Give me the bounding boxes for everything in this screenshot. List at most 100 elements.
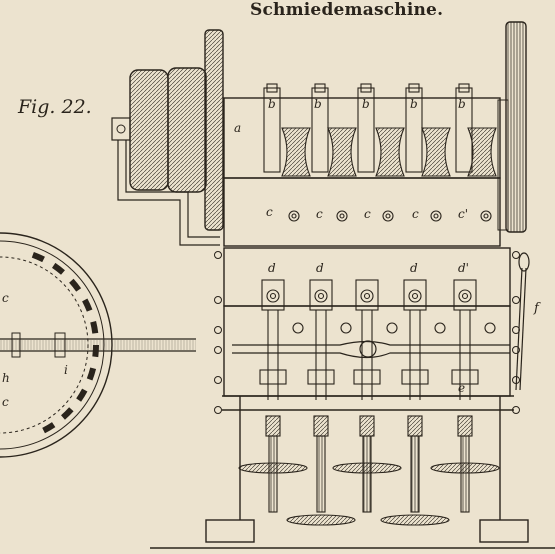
cam-bolt <box>434 322 446 334</box>
screw-nut <box>457 415 473 437</box>
frame-bolt <box>512 251 520 259</box>
cam-bar <box>232 340 510 359</box>
flywheel-tooth <box>82 298 93 312</box>
tool-column <box>332 83 405 513</box>
punch-eye-inner <box>317 292 325 300</box>
label-c-3: c <box>364 207 371 221</box>
bolt-c <box>480 210 492 222</box>
hand-wheel <box>286 514 356 526</box>
label-i: i <box>64 363 68 377</box>
label-c-prime: c' <box>458 207 468 221</box>
punch-eye <box>408 289 422 303</box>
label-b-2: b <box>314 97 322 111</box>
frame-bolt <box>512 406 520 414</box>
punch-head <box>309 279 333 311</box>
screw-thread <box>268 435 278 513</box>
screw-thread <box>410 435 420 513</box>
label-c-left-2: c <box>2 395 9 409</box>
label-h: h <box>2 371 10 385</box>
flywheel-tooth <box>76 388 88 402</box>
punch-eye-inner <box>269 292 277 300</box>
punch-block <box>259 369 287 385</box>
frame-bolt <box>214 326 222 334</box>
bolt-c <box>336 210 348 222</box>
operating-lever <box>515 252 530 391</box>
punch-block <box>307 369 335 385</box>
screw-thread <box>316 435 326 513</box>
spindle-cap <box>458 83 470 93</box>
die-roller <box>327 127 357 177</box>
punch-head <box>453 279 477 311</box>
bolt-c <box>382 210 394 222</box>
label-b-5: b <box>458 97 466 111</box>
die-roller <box>467 127 497 177</box>
label-b-4: b <box>410 97 418 111</box>
label-d-3: d <box>410 261 418 275</box>
frame-bolt <box>214 296 222 304</box>
belt-pulleys <box>111 29 224 231</box>
frame-bolt <box>512 296 520 304</box>
flywheel-tooth <box>42 422 56 434</box>
bolt-c-inner <box>483 213 489 219</box>
spindle-cap <box>408 83 420 93</box>
flywheel-tooth <box>51 262 65 275</box>
connecting-pipe <box>117 140 220 246</box>
tool-column <box>430 83 500 513</box>
label-a: a <box>234 121 241 135</box>
spindle-cap <box>360 83 372 93</box>
frame-bolt <box>214 251 222 259</box>
hand-wheel <box>430 462 500 474</box>
tool-column <box>380 83 451 526</box>
bolt-c <box>288 210 300 222</box>
bolt-c-inner <box>291 213 297 219</box>
hand-wheel <box>380 514 450 526</box>
flywheel-tooth <box>31 251 45 263</box>
label-c-left-1: c <box>2 291 9 305</box>
spindle-cap <box>314 83 326 93</box>
spindle <box>311 87 329 173</box>
gear-wheel-right <box>497 21 527 233</box>
label-c-1: c <box>266 205 273 219</box>
cam-bolt <box>292 322 304 334</box>
plate-title: Schmiedemaschine. <box>250 0 444 20</box>
screw-thread <box>460 435 470 513</box>
bolt-c-inner <box>385 213 391 219</box>
label-c-2: c <box>316 207 323 221</box>
bolt-c <box>430 210 442 222</box>
bolt-c-inner <box>433 213 439 219</box>
punch-block <box>401 369 429 385</box>
frame-bolt <box>214 406 222 414</box>
label-f: f <box>533 301 541 316</box>
punch-head <box>355 279 379 311</box>
punch-head <box>403 279 427 311</box>
punch-eye-inner <box>363 292 371 300</box>
frame-bolt <box>512 346 520 354</box>
punch-eye-inner <box>461 292 469 300</box>
punch-block <box>451 369 479 385</box>
flywheel-tooth <box>86 367 97 381</box>
bolt-c-inner <box>339 213 345 219</box>
flywheel-tooth <box>60 407 74 420</box>
label-d-1: d <box>268 261 276 275</box>
tool-columns <box>238 83 500 526</box>
punch-eye <box>458 289 472 303</box>
flywheel-tooth <box>69 278 82 292</box>
drive-shaft <box>0 332 196 358</box>
punch-eye-inner <box>411 292 419 300</box>
frame-bolt <box>214 376 222 384</box>
screw-thread <box>362 435 372 513</box>
punch-eye <box>266 289 280 303</box>
tool-column <box>286 83 357 526</box>
punch-eye <box>360 289 374 303</box>
tool-column <box>238 83 311 513</box>
spindle <box>357 87 375 173</box>
cam-bolt <box>484 322 496 334</box>
label-c-4: c <box>412 207 419 221</box>
cam-bolt <box>340 322 352 334</box>
punch-block <box>353 369 381 385</box>
screw-nut <box>313 415 329 437</box>
spindle <box>405 87 423 173</box>
label-b-1: b <box>268 97 276 111</box>
label-b-3: b <box>362 97 370 111</box>
